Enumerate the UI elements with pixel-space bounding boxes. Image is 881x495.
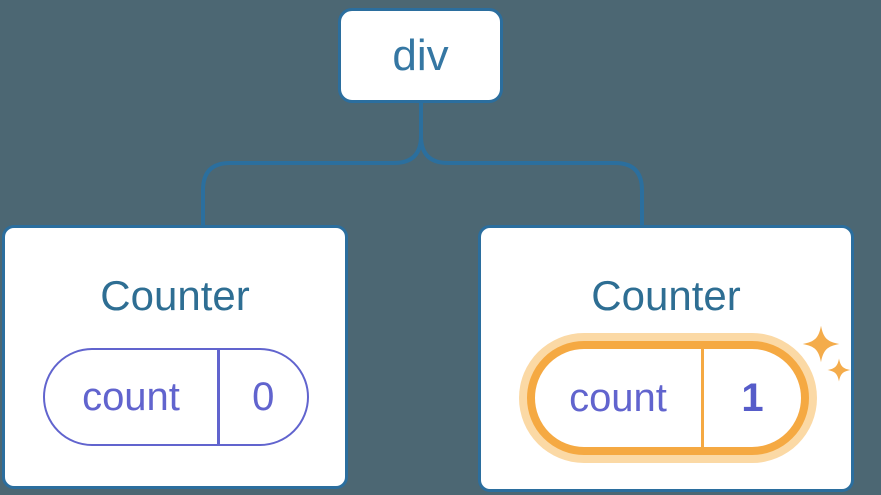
state-value: 1 (741, 375, 764, 420)
pill-divider (701, 349, 704, 447)
component-title: Counter (591, 272, 741, 319)
counter-card-right: Counter count 1 (478, 225, 854, 492)
state-name: count (569, 375, 667, 420)
connector-branch-right (419, 103, 644, 226)
sparkle-icon-small (827, 358, 851, 382)
state-name: count (82, 374, 180, 419)
state-pill: count 0 (43, 348, 309, 446)
counter-card-left: Counter count 0 (2, 225, 348, 489)
root-node-label: div (392, 30, 449, 80)
pill-divider (217, 350, 220, 444)
connector-branch-left (201, 103, 423, 226)
state-value: 0 (252, 374, 275, 419)
root-node: div (338, 8, 503, 103)
highlighted-state-pill: count 1 (527, 341, 809, 455)
sparkle-icon-large (802, 325, 840, 363)
component-title: Counter (100, 272, 250, 319)
